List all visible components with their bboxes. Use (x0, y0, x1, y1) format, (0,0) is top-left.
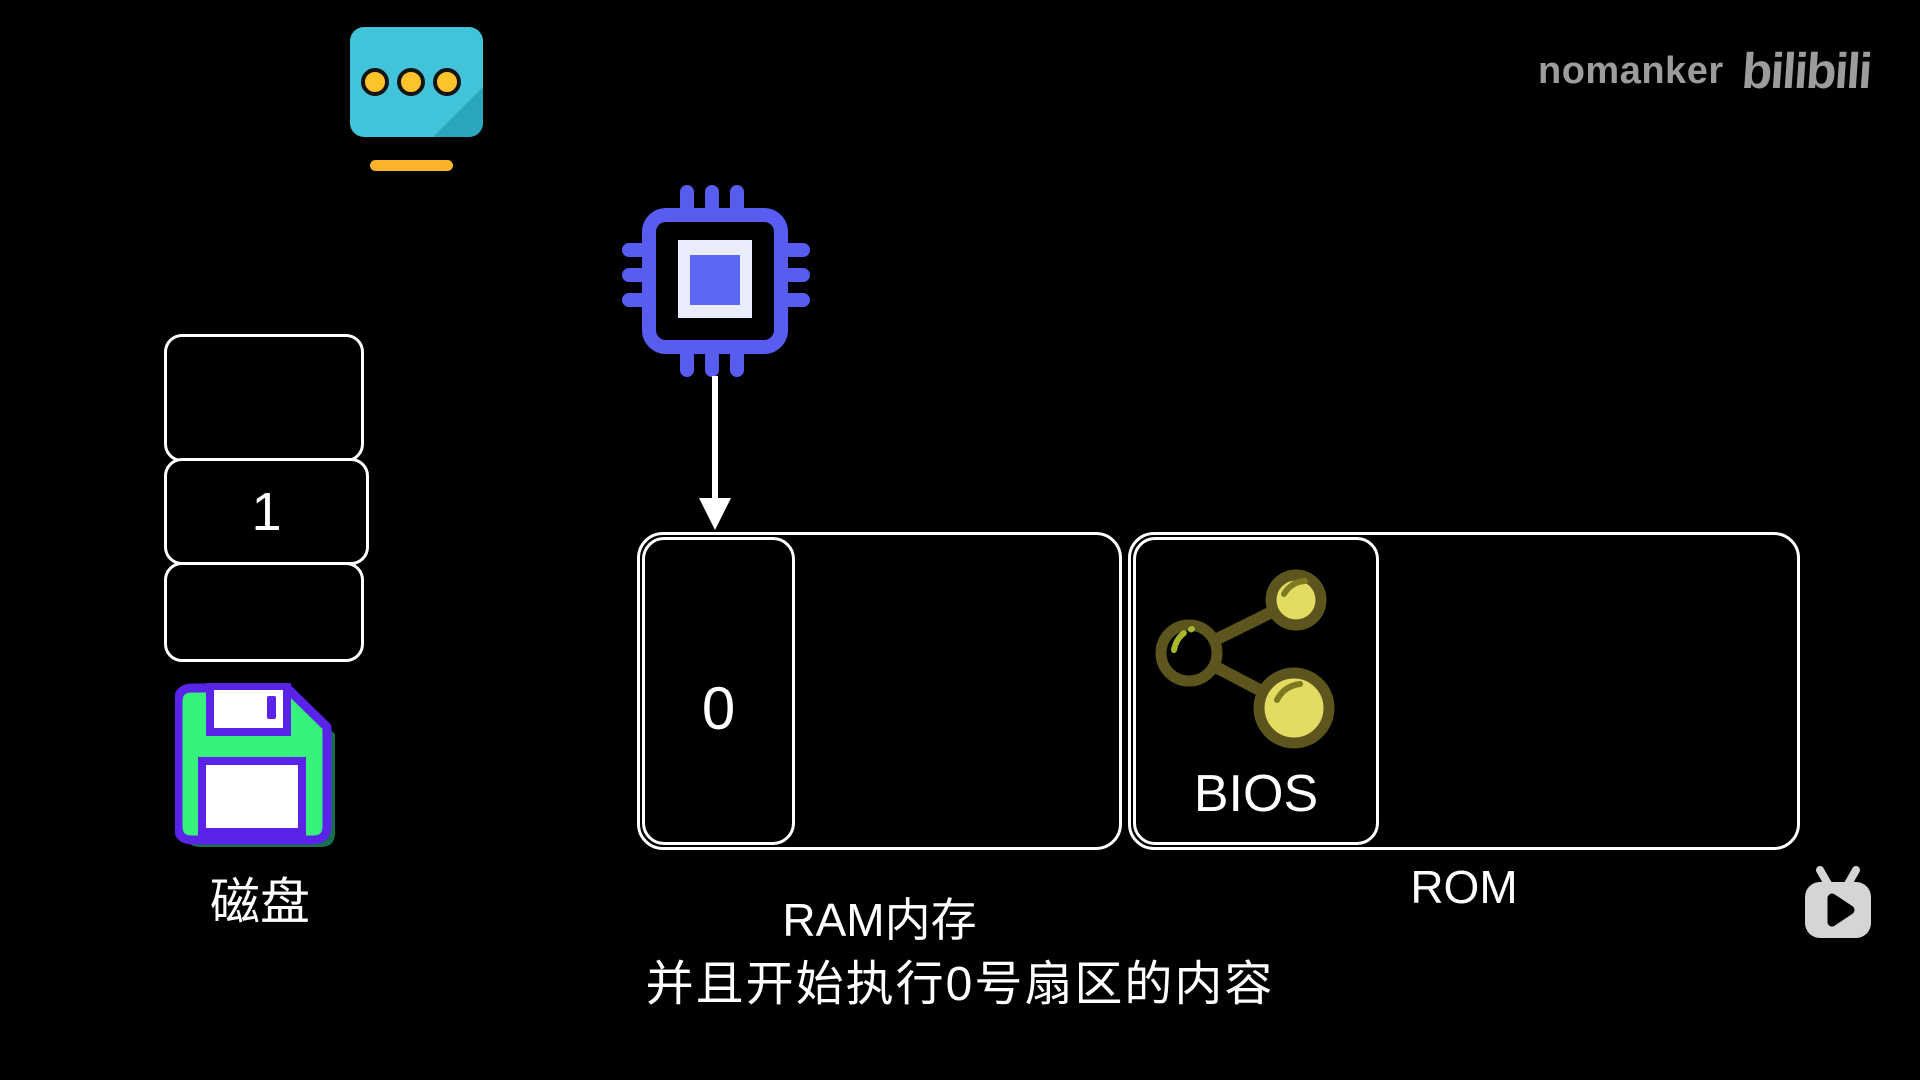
floppy-label-area (198, 757, 306, 836)
card-dots (361, 68, 461, 96)
dot-icon (433, 68, 461, 96)
author-name: nomanker (1538, 49, 1724, 92)
disk-sector-stack: 1 (164, 334, 370, 664)
ram-box: 0 (637, 532, 1122, 850)
disk-sector-1: 1 (164, 458, 369, 565)
cpu-die-inner (690, 255, 740, 305)
floppy-disk-icon (175, 683, 335, 847)
disk-sector-label: 1 (251, 481, 282, 542)
watermark: nomanker bilibili (1538, 42, 1873, 100)
rom-box: BIOS (1128, 532, 1800, 850)
molecule-icon (1155, 569, 1335, 749)
orange-underline-bar (370, 160, 453, 171)
dot-icon (361, 68, 389, 96)
disk-sector (164, 562, 364, 662)
ram-label: RAM内存 (782, 894, 977, 946)
subtitle-caption: 并且开始执行0号扇区的内容 (645, 958, 1275, 1011)
floppy-shutter-slot (267, 696, 276, 719)
dot-icon (397, 68, 425, 96)
bilibili-logo: bilibili (1739, 43, 1873, 99)
cpu-to-ram-arrow-icon (699, 376, 731, 530)
disk-sector (164, 334, 364, 462)
bios-label: BIOS (1193, 765, 1319, 823)
bilibili-tv-icon (1805, 866, 1871, 938)
cpu-chip-icon (622, 185, 810, 377)
ram-sector0-cell: 0 (642, 537, 795, 845)
window-card-icon (350, 27, 483, 137)
bios-cell: BIOS (1133, 537, 1379, 845)
ram-sector0-label: 0 (701, 674, 736, 742)
play-triangle-icon (1827, 893, 1855, 927)
rom-label: ROM (1410, 861, 1518, 913)
disk-label: 磁盘 (210, 874, 310, 930)
